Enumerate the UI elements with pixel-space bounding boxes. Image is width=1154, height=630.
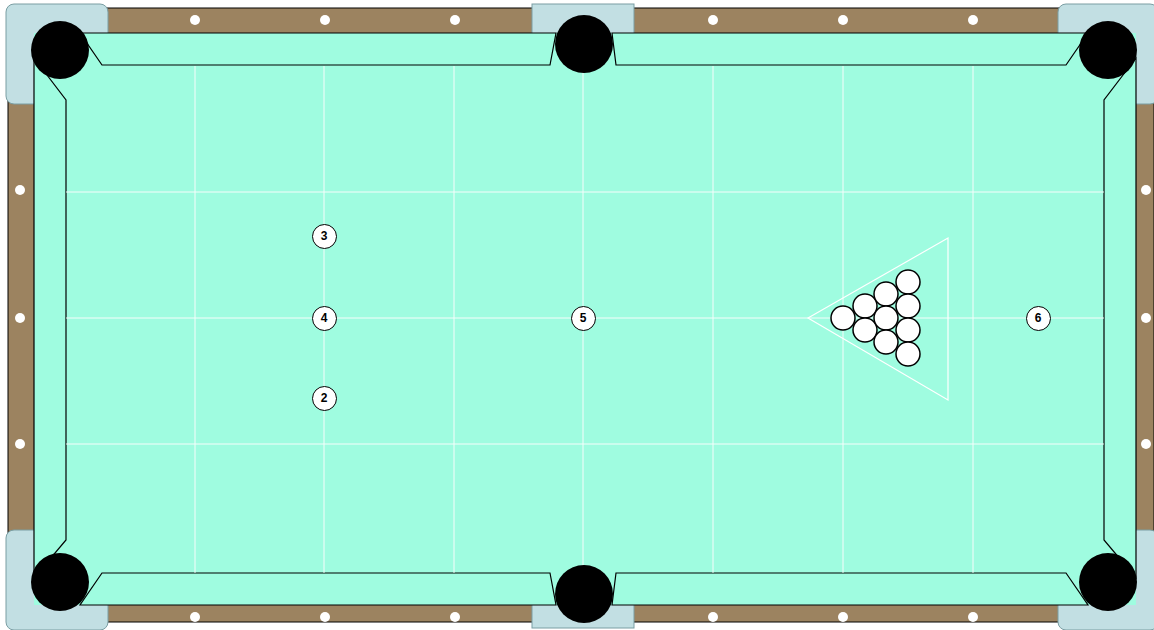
ball: 3 <box>312 224 337 249</box>
pockets <box>31 15 1137 623</box>
ball-number: 4 <box>321 312 328 324</box>
table-rail <box>8 8 1154 622</box>
corner-plates <box>6 4 1154 630</box>
ball-number: 2 <box>321 392 328 404</box>
diamond-sights <box>15 15 1151 622</box>
grid-lines <box>66 66 1104 573</box>
ball-number: 5 <box>580 312 587 324</box>
rack-triangle <box>808 238 948 400</box>
ball: 2 <box>312 386 337 411</box>
racked-balls <box>831 270 920 366</box>
cloth <box>34 33 1136 605</box>
ball: 4 <box>312 306 337 331</box>
ball: 5 <box>571 306 596 331</box>
ball-number: 3 <box>321 230 328 242</box>
cushions <box>34 33 1136 605</box>
ball-number: 6 <box>1035 312 1042 324</box>
ball: 6 <box>1026 306 1051 331</box>
